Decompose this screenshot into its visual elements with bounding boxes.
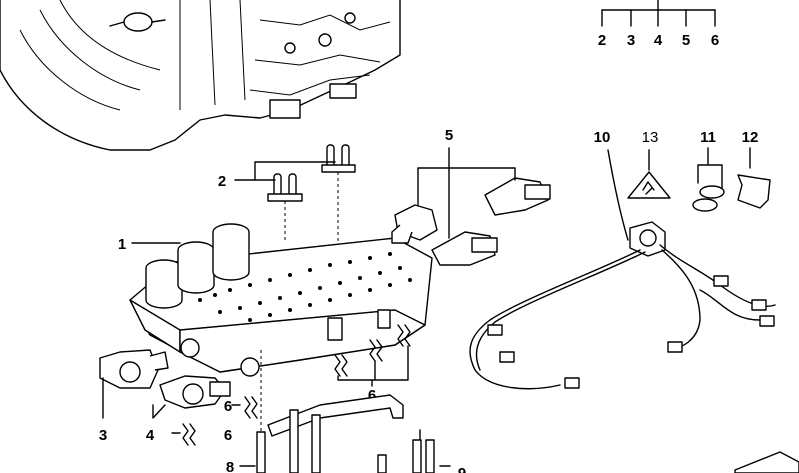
callout-10: 10 <box>594 129 611 146</box>
callout-5: 5 <box>445 127 453 144</box>
retaining-clip <box>737 147 771 209</box>
callout-6c: 6 <box>368 387 376 404</box>
bracket <box>267 394 404 437</box>
transmission-housing <box>0 0 401 151</box>
callout-9: 9 <box>458 465 466 473</box>
sensor-b <box>484 177 551 216</box>
callout-2: 2 <box>218 173 226 190</box>
legend-callout-5: 5 <box>682 32 690 49</box>
callout-6b: 6 <box>224 427 232 444</box>
callout-3: 3 <box>99 427 107 444</box>
leader-2 <box>234 161 336 181</box>
sleeve-pair-b <box>267 173 303 202</box>
callout-12: 12 <box>742 129 759 146</box>
sensor-c <box>431 231 498 266</box>
bolts <box>256 350 435 473</box>
leader-5 <box>417 147 516 239</box>
legend-callout-3: 3 <box>627 32 635 49</box>
callout-6a: 6 <box>224 398 232 415</box>
callout-4: 4 <box>146 427 155 444</box>
legend-callout-2: 2 <box>598 32 606 49</box>
callout-8: 8 <box>226 459 234 473</box>
legend-bracket <box>601 0 716 27</box>
callout-13: 13 <box>642 129 659 146</box>
sleeve-pair-a <box>321 144 356 173</box>
sensor-a <box>391 204 438 244</box>
leader-4 <box>152 404 166 419</box>
solenoid-4 <box>159 375 231 409</box>
leader-6c <box>337 345 409 387</box>
valve-body <box>129 223 433 377</box>
legend-callout-4: 4 <box>654 32 663 49</box>
wiring-harness <box>469 149 776 390</box>
corner-symbol <box>734 451 799 473</box>
clips <box>182 324 411 446</box>
o-rings <box>692 147 725 212</box>
callout-11: 11 <box>700 129 716 146</box>
legend-callout-6: 6 <box>711 32 719 49</box>
warning-label <box>627 149 671 199</box>
solenoid-3 <box>99 349 169 389</box>
callout-1: 1 <box>118 236 126 253</box>
leader-9 <box>419 429 451 467</box>
